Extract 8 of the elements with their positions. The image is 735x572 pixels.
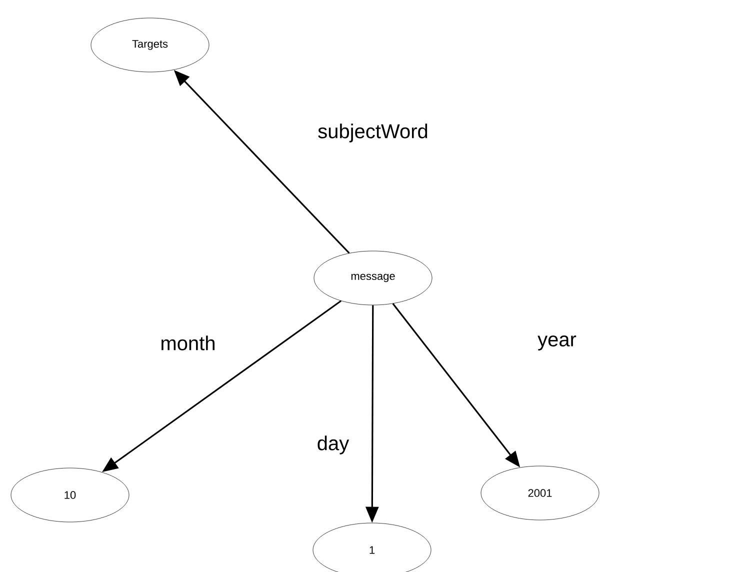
edge-label: month	[162, 336, 214, 350]
ellipse-node: 10	[10, 468, 130, 522]
edge-label: day	[318, 436, 350, 454]
edge-label: subjectWord	[318, 124, 428, 142]
ellipse-node: message	[314, 250, 432, 306]
ellipse-node: 2001	[480, 466, 600, 520]
ellipse-node: Targets	[90, 18, 210, 72]
edge-label: year	[538, 336, 576, 350]
